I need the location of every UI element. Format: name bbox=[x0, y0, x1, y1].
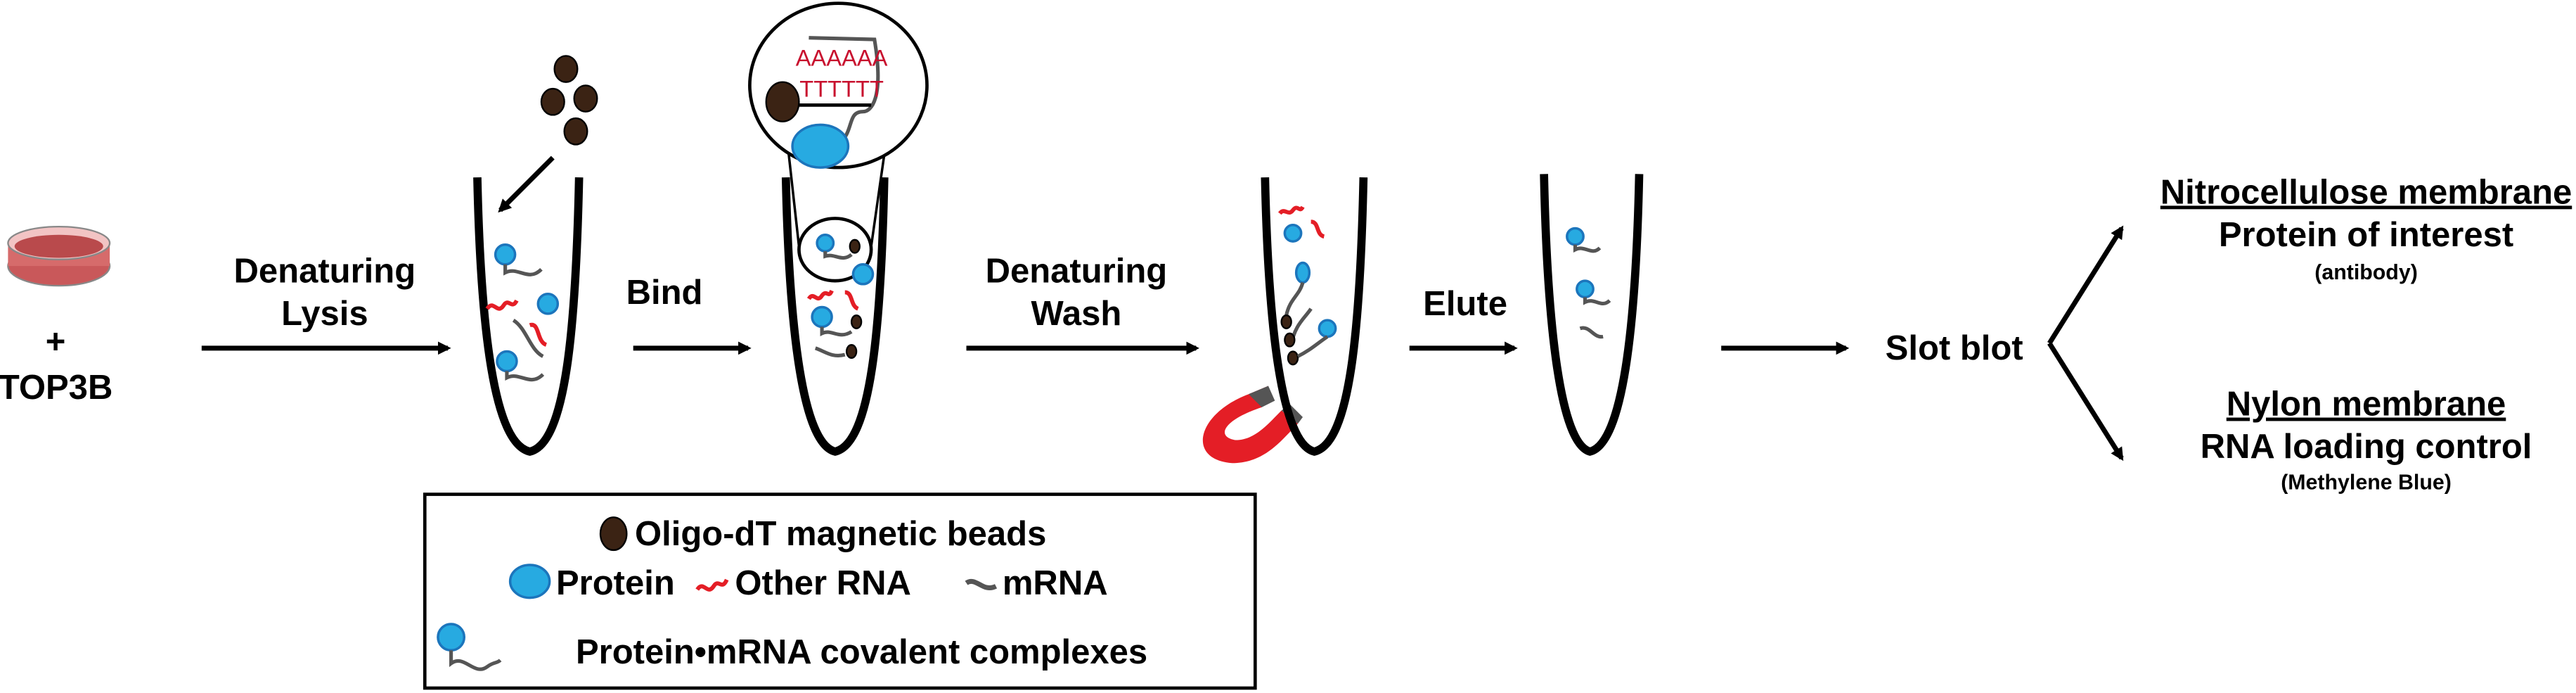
step-label-slot-blot: Slot blot bbox=[1886, 329, 2023, 367]
zoom-region-ellipse bbox=[797, 217, 873, 283]
step-label-wash: Wash bbox=[1031, 295, 1121, 333]
top3b-label: TOP3B bbox=[0, 369, 112, 407]
step-label-elute: Elute bbox=[1423, 285, 1507, 323]
legend-mrna-label: mRNA bbox=[1003, 564, 1108, 602]
tube-eluate bbox=[1540, 174, 1644, 456]
arrow-branch-top bbox=[2047, 225, 2124, 345]
legend-complex-label: Protein•mRNA covalent complexes bbox=[576, 633, 1147, 671]
nitrocellulose-note: (antibody) bbox=[2314, 261, 2418, 284]
nitrocellulose-title: Nitrocellulose membrane bbox=[2160, 173, 2572, 211]
tube-wash bbox=[1261, 177, 1368, 456]
tube-bind bbox=[781, 177, 889, 456]
tube-wash-contents bbox=[1277, 205, 1337, 366]
legend-beads-label: Oligo-dT magnetic beads bbox=[635, 515, 1046, 553]
legend-protein-icon bbox=[508, 564, 551, 599]
legend-protein-label: Protein bbox=[556, 564, 675, 602]
oligot-sequence: TTTTTT bbox=[799, 76, 884, 102]
tube-lysate-contents bbox=[485, 243, 560, 382]
zoom-inset: AAAAAA TTTTTT bbox=[748, 1, 929, 170]
tube-lysate bbox=[473, 177, 584, 456]
legend-other-rna-icon bbox=[695, 578, 729, 592]
step-label-denaturing-2: Denaturing bbox=[986, 252, 1168, 290]
cell-culture-dish-icon bbox=[7, 225, 111, 287]
polya-sequence: AAAAAA bbox=[796, 44, 888, 70]
nitrocellulose-line: Protein of interest bbox=[2219, 216, 2513, 254]
legend: Oligo-dT magnetic beads Protein Other RN… bbox=[423, 492, 1257, 690]
step-label-denaturing: Denaturing bbox=[234, 252, 416, 290]
bead-icon bbox=[765, 81, 800, 122]
beads-cluster-icon bbox=[540, 55, 598, 146]
nylon-title: Nylon membrane bbox=[2227, 386, 2506, 424]
legend-other-rna-label: Other RNA bbox=[735, 564, 910, 602]
tube-bind-contents bbox=[806, 234, 875, 360]
arrow-add-beads bbox=[498, 155, 555, 213]
step-label-lysis: Lysis bbox=[281, 295, 368, 333]
tube-eluate-contents bbox=[1566, 227, 1611, 339]
arrow-branch-bottom bbox=[2047, 341, 2124, 462]
step-label-bind: Bind bbox=[626, 274, 703, 312]
legend-bead-icon bbox=[599, 516, 628, 552]
legend-mrna-icon bbox=[965, 579, 998, 590]
legend-complex-icon bbox=[437, 623, 466, 652]
nylon-note: (Methylene Blue) bbox=[2281, 471, 2452, 495]
protein-icon bbox=[791, 123, 850, 169]
nylon-line: RNA loading control bbox=[2201, 428, 2532, 466]
plus-sign: + bbox=[46, 323, 66, 361]
